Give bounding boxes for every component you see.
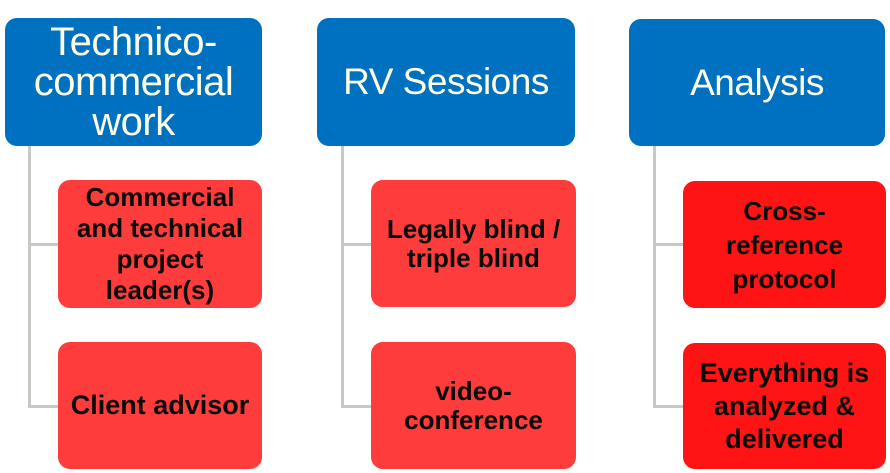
- connector-horizontal: [28, 243, 58, 246]
- header-box: Technico-commercial work: [5, 18, 262, 146]
- child-label: Commercial and technical project leader(…: [76, 182, 244, 305]
- connector-horizontal: [28, 405, 58, 408]
- header-title: Technico-commercial work: [33, 20, 234, 144]
- child-label: Everything is analyzed & delivered: [699, 357, 870, 454]
- header-box: Analysis: [629, 19, 885, 146]
- child-box: Everything is analyzed & delivered: [683, 343, 886, 469]
- child-label: Legally blind / triple blind: [386, 213, 561, 273]
- child-label: Cross-reference protocol: [725, 195, 844, 294]
- connector-vertical: [341, 146, 344, 406]
- header-box: RV Sessions: [317, 18, 575, 146]
- connector-horizontal: [653, 405, 683, 408]
- header-title: RV Sessions: [343, 61, 549, 102]
- connector-horizontal: [653, 243, 683, 246]
- connector-vertical: [28, 146, 31, 406]
- child-box: Legally blind / triple blind: [371, 180, 576, 307]
- connector-vertical: [653, 146, 656, 406]
- child-label: Client advisor: [70, 390, 250, 420]
- connector-horizontal: [341, 405, 371, 408]
- connector-horizontal: [341, 243, 371, 246]
- child-box: Cross-reference protocol: [683, 181, 886, 308]
- child-box: Client advisor: [58, 342, 262, 469]
- header-title: Analysis: [690, 61, 824, 103]
- child-box: Commercial and technical project leader(…: [58, 180, 262, 308]
- child-box: video-conference: [371, 342, 576, 469]
- child-label: video-conference: [404, 375, 543, 435]
